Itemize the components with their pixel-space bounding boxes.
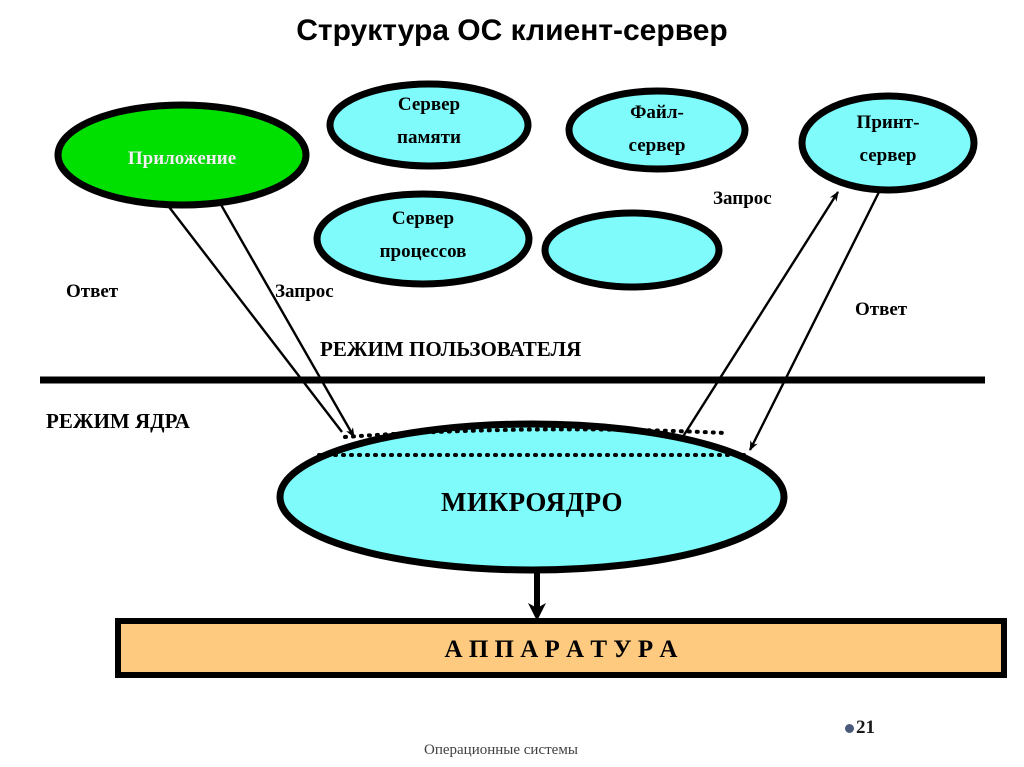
flow-label-request-right: Запрос (713, 188, 772, 209)
page-number: 21 (845, 717, 875, 739)
node-microkernel[interactable] (276, 420, 788, 574)
arrow-request-left (206, 181, 356, 438)
node-file-server[interactable] (565, 87, 749, 173)
node-memory-server[interactable] (326, 80, 532, 170)
mode-label-user: РЕЖИМ ПОЛЬЗОВАТЕЛЯ (320, 337, 582, 361)
arrow-response-left (155, 189, 343, 433)
footer-subject-text: Операционные системы (424, 742, 578, 758)
arrow-response-right (748, 181, 886, 451)
microkernel-dotted-band-upper (343, 427, 727, 439)
page-number-value: 21 (856, 717, 875, 738)
node-print-server[interactable] (798, 92, 978, 194)
node-application[interactable] (54, 101, 310, 209)
node-hardware[interactable] (115, 618, 1007, 678)
bullet-icon (845, 723, 854, 733)
page-title: Структура ОС клиент-сервер (296, 14, 728, 47)
mode-label-kernel: РЕЖИМ ЯДРА (46, 409, 190, 433)
flow-label-response-left: Ответ (66, 281, 119, 302)
arrow-request-right (675, 191, 840, 447)
node-process-server[interactable] (313, 190, 533, 288)
flow-label-response-right: Ответ (855, 299, 908, 320)
node-hardware-label: А П П А Р А Т У Р А (444, 636, 678, 663)
flow-label-request-left: Запрос (275, 281, 334, 302)
node-empty-server[interactable] (541, 209, 723, 291)
